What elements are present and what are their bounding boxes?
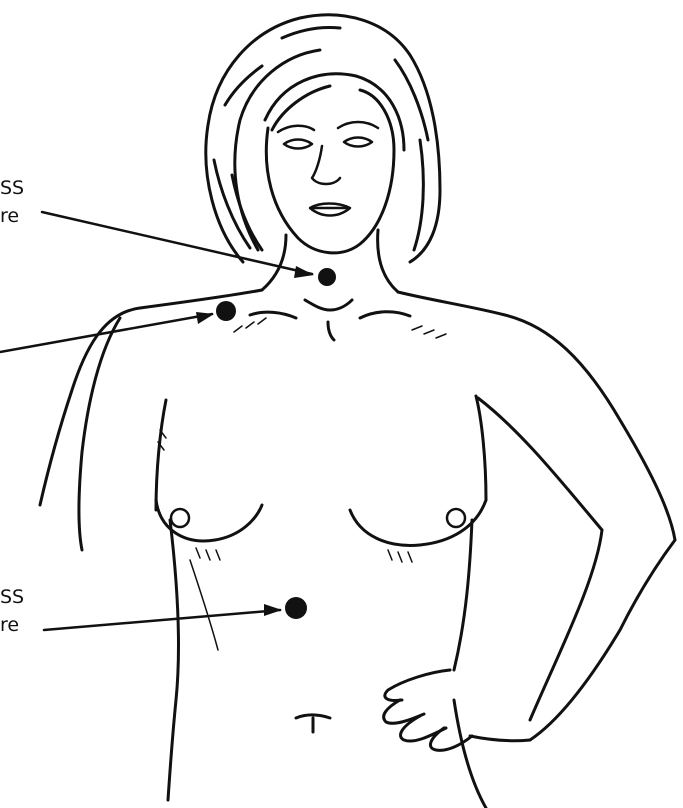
arrowhead-shoulder (196, 312, 214, 324)
hair (206, 15, 440, 262)
marker-dot-shoulder (216, 301, 236, 321)
face (266, 86, 394, 253)
callout-bottom-line-2: re (0, 613, 19, 637)
nipples (171, 509, 465, 527)
callout-top-line-1: SS (0, 176, 24, 200)
arrowhead-neck (294, 266, 314, 278)
body-outline (40, 290, 675, 808)
marker-dot-abdomen (285, 597, 307, 619)
leader-line-abdomen (44, 610, 280, 630)
leader-lines (0, 212, 312, 630)
marker-dot-neck (318, 268, 336, 286)
leader-line-neck (42, 212, 312, 274)
callout-bottom-line-1: SS (0, 585, 24, 609)
arrowhead-abdomen (264, 604, 282, 616)
marker-dots (216, 268, 336, 619)
facial-features (278, 122, 378, 216)
callout-top-line-2: re (0, 204, 19, 228)
